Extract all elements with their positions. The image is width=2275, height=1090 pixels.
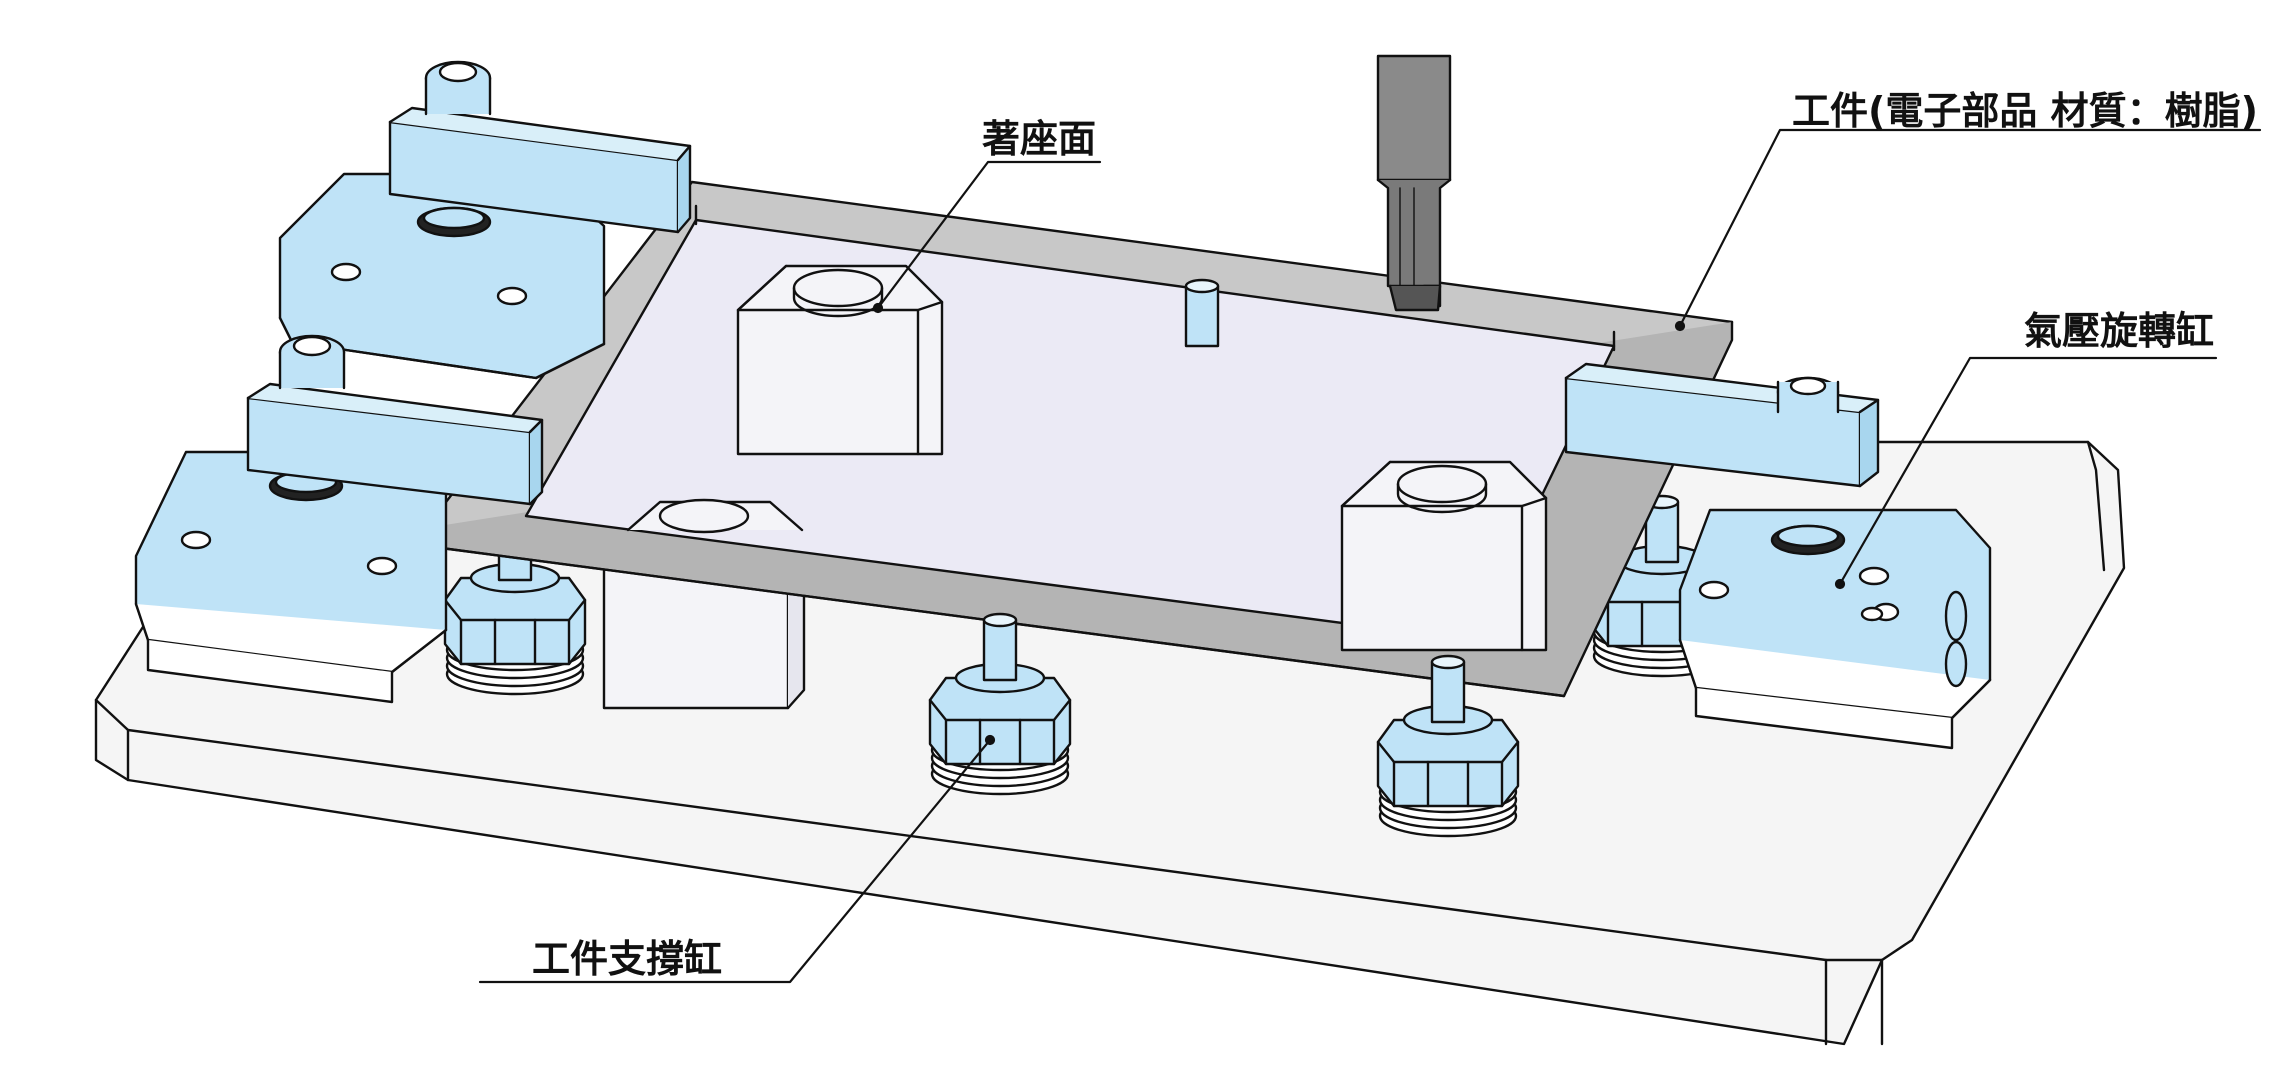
work-support-center-pin xyxy=(1184,278,1220,348)
label-seating-surface: 著座面 xyxy=(982,117,1097,161)
seating-block-left xyxy=(736,264,944,456)
seating-block-front xyxy=(626,498,804,534)
swing-clamp-back-left xyxy=(278,60,692,380)
seating-block-right xyxy=(1340,460,1548,652)
label-workpiece: 工件(電子部品 材質：樹脂) xyxy=(1792,89,2258,133)
swing-clamp-front-left xyxy=(134,334,544,704)
end-mill-tool xyxy=(1376,54,1452,312)
leader-lines xyxy=(478,128,2262,984)
label-work-support: 工件支撐缸 xyxy=(532,937,723,981)
label-swing-clamp: 氣壓旋轉缸 xyxy=(2024,309,2215,353)
swing-clamp-right xyxy=(1564,362,1992,750)
